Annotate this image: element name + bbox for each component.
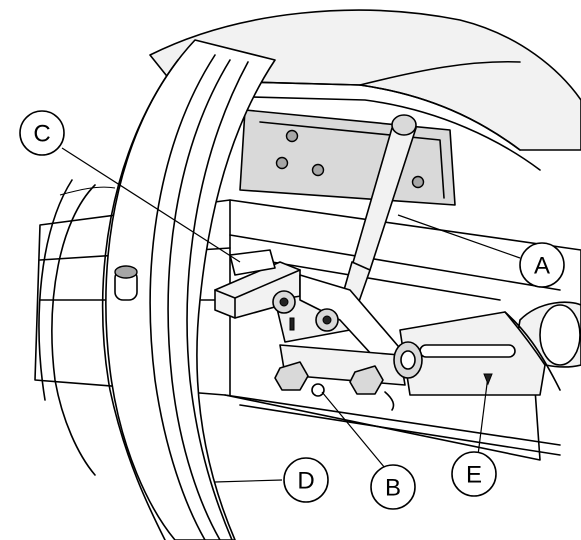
callout-c: C [19, 110, 65, 156]
bolt-hole [411, 175, 425, 189]
callout-c-label: C [33, 121, 50, 148]
bolt-hole [275, 156, 289, 170]
bolt-hole [285, 129, 299, 143]
leader-lines [61, 147, 521, 483]
bolt-center [279, 297, 289, 307]
callout-b-label: B [385, 475, 401, 502]
bolt-center [322, 315, 332, 325]
leader-e [477, 375, 489, 456]
leader-d [214, 479, 283, 483]
callout-e-label: E [466, 462, 482, 489]
pin-b [311, 383, 325, 397]
curved-rim [38, 39, 276, 540]
callout-b: B [370, 464, 416, 510]
leader-a [397, 214, 521, 259]
left-pin [114, 265, 138, 301]
callout-d: D [283, 457, 329, 503]
callout-a: A [519, 242, 565, 288]
callout-d-label: D [297, 468, 314, 495]
upper-housing [149, 9, 581, 171]
linkage-assembly [272, 274, 423, 411]
leader-b [321, 391, 386, 469]
bolt-hole [311, 163, 325, 177]
mounting-plate [239, 109, 456, 206]
leader-c [61, 147, 241, 263]
callout-a-label: A [534, 253, 550, 280]
callout-e: E [451, 451, 497, 497]
